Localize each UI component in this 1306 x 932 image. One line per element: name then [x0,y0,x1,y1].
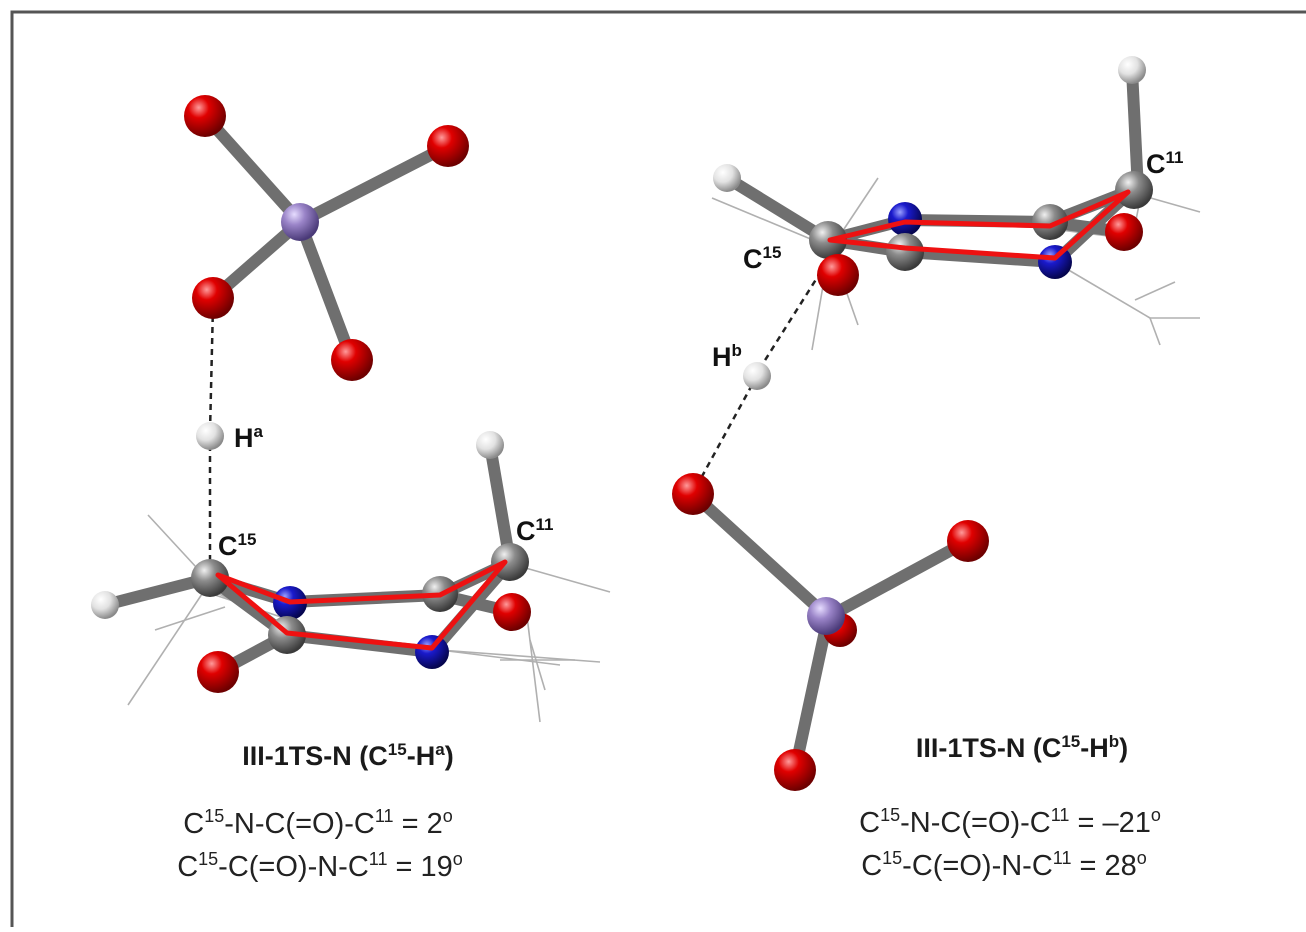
left-hydrogen-atom [91,591,119,619]
right-bonds [687,64,1144,776]
left-label-ha: Ha [234,422,264,453]
right-carbon-c11-atom [1115,171,1153,209]
left-oxygen-atom [197,651,239,693]
left-ring-outline [215,559,508,651]
right-phosphorus-atom [807,597,845,635]
right-structure-title: III-1TS-N (C15-Hb) [916,732,1128,763]
left-wireframe [127,514,611,723]
figure-border [10,10,1306,932]
left-oxygen-atom [427,125,469,167]
right-carbon-atom [1032,204,1068,240]
left-dihedral-2: C15-C(=O)-N-C11 = 19o [177,849,463,883]
right-hbond-lower [698,384,754,481]
right-ring-outline [827,189,1131,261]
right-hydrogen-hb-atom [743,362,771,390]
right-label-c11: C11 [1146,148,1183,179]
left-hydrogen-atom [476,431,504,459]
left-carbon-c15-atom [191,559,229,597]
left-oxygen-atom [493,593,531,631]
left-structure-title: III-1TS-N (C15-Ha) [242,740,453,771]
right-nitrogen-atom [888,202,922,236]
right-oxygen-atom [774,749,816,791]
left-phosphorus-atom [281,203,319,241]
left-dihedral-1: C15-N-C(=O)-C11 = 2o [183,806,452,840]
right-hydrogen-atom [713,164,741,192]
left-oxygen-atom [192,277,234,319]
right-oxygen-atom [1105,213,1143,251]
left-label-c15: C15 [218,530,256,561]
right-hydrogen-atom [1118,56,1146,84]
right-label-hb: Hb [712,341,742,372]
left-carbon-c11-atom [491,543,529,581]
right-hbond-upper [760,261,829,366]
left-nitrogen-atom [415,635,449,669]
right-oxygen-atom [817,254,859,296]
right-oxygen-atom [672,473,714,515]
left-molecule: Ha C15 C11 [91,95,611,723]
right-molecule: C11 C15 Hb [672,56,1201,791]
left-oxygen-atom [331,339,373,381]
left-label-c11: C11 [516,515,553,546]
right-dihedral-1: C15-N-C(=O)-C11 = –21o [859,805,1161,839]
left-oxygen-atom [184,95,226,137]
right-dihedral-2: C15-C(=O)-N-C11 = 28o [861,848,1147,882]
left-hydrogen-ha-atom [196,422,224,450]
right-carbon-atom [886,233,924,271]
right-oxygen-atom [947,520,989,562]
left-hbond-upper [208,304,215,433]
right-label-c15: C15 [743,243,781,274]
